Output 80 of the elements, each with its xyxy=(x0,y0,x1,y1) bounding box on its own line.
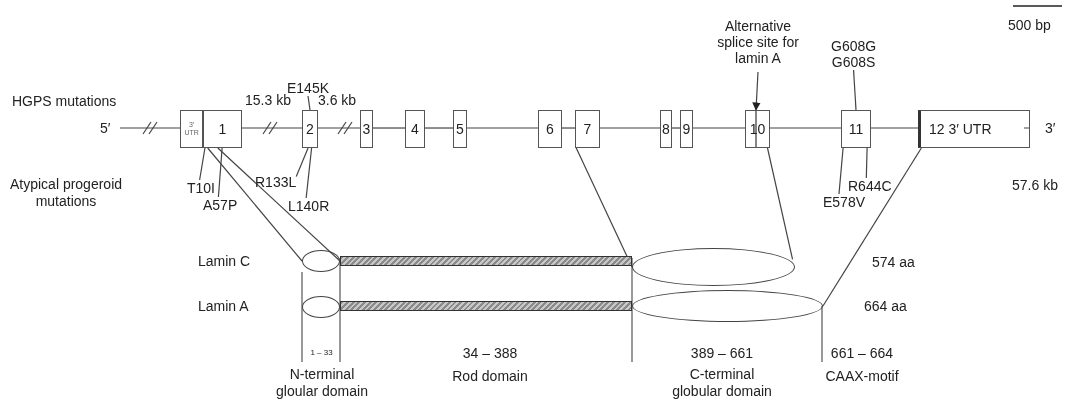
exon-number: 6 xyxy=(546,121,554,137)
leader-line xyxy=(305,147,313,199)
leader-line xyxy=(865,147,868,179)
projection-line xyxy=(217,147,341,262)
intron-line xyxy=(1023,127,1031,129)
intron-line xyxy=(241,127,303,129)
exon-number: 11 xyxy=(848,121,864,137)
projection-line xyxy=(822,147,922,307)
exon-box xyxy=(453,110,467,148)
exon-number: 1 xyxy=(218,121,227,137)
exon-number: 8 xyxy=(662,121,670,137)
label-text: CAAX-motif xyxy=(824,368,900,385)
leader-line xyxy=(295,147,309,177)
mutation-label: E578V xyxy=(823,194,866,210)
leader-line xyxy=(199,147,206,181)
rod-domain-bar xyxy=(340,301,632,311)
label-text: 574 aa xyxy=(872,254,915,271)
exon-box xyxy=(918,110,1030,148)
projection-line xyxy=(766,147,794,260)
exon-number: 9 xyxy=(682,121,691,137)
intron-line xyxy=(671,127,681,129)
label-text: 664 aa xyxy=(864,298,907,315)
intron-line xyxy=(372,127,406,129)
label-text: 3′ xyxy=(1045,120,1056,137)
mutation-label: T10I xyxy=(187,180,215,196)
exon-number: 4 xyxy=(411,121,419,137)
exon-number: 12 3′ UTR xyxy=(929,121,992,137)
exon-box xyxy=(660,110,672,148)
label-text: 1 – 33 xyxy=(309,348,334,358)
label-text: C-terminal globular domain xyxy=(671,366,773,400)
exon-box xyxy=(745,110,770,148)
exon-box xyxy=(360,110,373,148)
exon-box xyxy=(841,110,871,148)
label-text: N-terminal gloular domain xyxy=(275,366,369,400)
label-text: 389 – 661 xyxy=(689,345,755,362)
label-text: 34 – 388 xyxy=(461,345,519,362)
exon-number: 10 xyxy=(749,121,766,137)
intron-line xyxy=(317,127,361,129)
label-text: Rod domain xyxy=(451,368,529,385)
exon-box xyxy=(405,110,425,148)
intron-line xyxy=(119,127,181,129)
exon-box xyxy=(680,110,693,148)
label-text: Lamin C xyxy=(198,253,251,270)
label-text: 5′ xyxy=(100,120,111,137)
arrow xyxy=(752,71,761,111)
label-text: Atypical progeroid mutations xyxy=(8,176,124,210)
mutation-label: R133L xyxy=(255,174,297,190)
intron-line xyxy=(769,127,842,129)
leader-line xyxy=(838,147,844,195)
label-text: Lamin A xyxy=(198,298,249,315)
intron-line xyxy=(692,127,746,129)
leader-line xyxy=(852,69,857,111)
label-text: 661 – 664 xyxy=(829,345,895,362)
mutation-label: G608S xyxy=(831,54,877,70)
exon-box xyxy=(575,110,600,148)
leader-line xyxy=(307,95,311,111)
rod-domain-bar xyxy=(340,256,632,266)
exon-number: 3 xyxy=(362,121,371,137)
utr-exon-box xyxy=(180,110,203,148)
exon-box xyxy=(302,110,318,148)
projection-line xyxy=(207,147,303,262)
intron-line xyxy=(466,127,539,129)
label-text: 500 bp xyxy=(1008,17,1051,34)
label-text: HGPS mutations xyxy=(12,93,117,110)
exon-box xyxy=(538,110,562,148)
exon-box xyxy=(203,110,242,148)
mutation-label: R644C xyxy=(848,178,892,194)
intron-line xyxy=(599,127,661,129)
intron-line xyxy=(870,127,919,129)
leader-line xyxy=(217,147,223,198)
intron-line xyxy=(424,127,454,129)
exon-number: 7 xyxy=(583,121,592,137)
label-text: 57.6 kb xyxy=(1012,177,1058,194)
annotation-text: Alternative splice site for lamin A xyxy=(716,18,800,66)
mutation-label: A57P xyxy=(203,197,238,213)
exon-number: 2 xyxy=(306,121,314,137)
intron-line xyxy=(561,127,576,129)
exon-number: 5 xyxy=(456,121,464,137)
mutation-label: G608G xyxy=(831,38,877,54)
mutation-label: L140R xyxy=(288,198,330,214)
